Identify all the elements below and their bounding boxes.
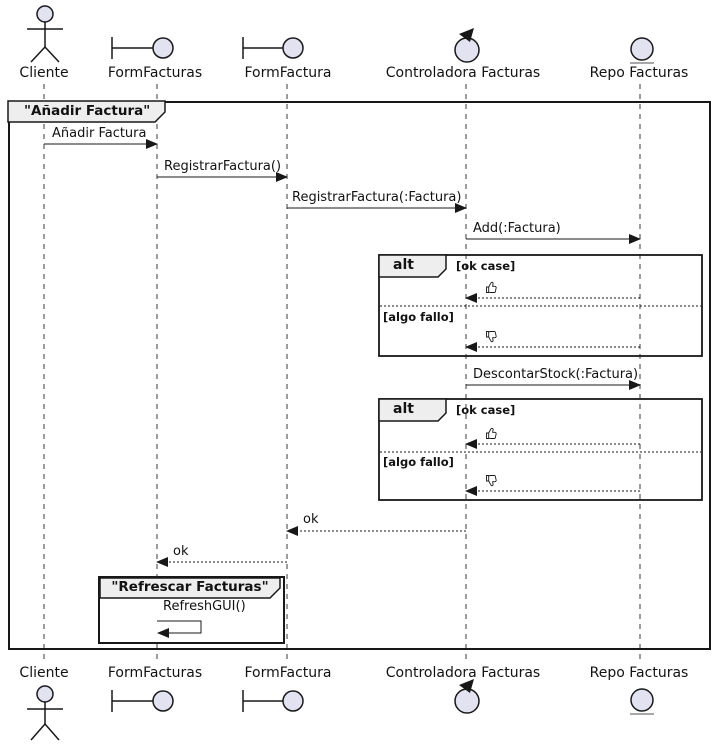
outer-frame-title: "Añadir Factura" [24, 103, 151, 119]
participant-label-top-cliente: Cliente [19, 65, 69, 81]
message-label-ok-2: ok [173, 544, 189, 559]
alt1-guard-fail: [algo fallo] [383, 310, 454, 324]
thumbs-down-icon [486, 331, 497, 343]
thumbs-down-icon [486, 475, 497, 487]
inner-frame-title: "Refrescar Facturas" [111, 579, 269, 595]
boundary-icon-bottom-formfactura [242, 690, 304, 712]
alt-fragment-2 [378, 398, 703, 501]
participant-label-bottom-formfacturas: FormFacturas [107, 665, 203, 681]
lifelines [43, 84, 641, 664]
message-arrows [44, 139, 641, 390]
alt1-operator-label: alt [393, 257, 414, 273]
inner-frame [98, 576, 285, 644]
message-label-anadir-factura: Añadir Factura [52, 126, 147, 141]
participant-label-top-formfactura: FormFactura [244, 65, 332, 81]
boundary-icon-top-formfactura [242, 37, 304, 59]
participant-label-top-controladora: Controladora Facturas [385, 65, 541, 81]
return-arrows [156, 293, 640, 567]
message-label-add-factura: Add(:Factura) [473, 221, 561, 236]
participant-label-bottom-repo: Repo Facturas [589, 665, 689, 681]
participant-label-bottom-formfactura: FormFactura [244, 665, 332, 681]
thumbs-up-icon [486, 427, 497, 439]
outer-frame-tab [7, 100, 166, 123]
boundary-icon-top-formfacturas [111, 37, 174, 59]
control-icon-top [454, 28, 480, 63]
control-icon-bottom [454, 679, 480, 714]
alt2-guard-fail: [algo fallo] [383, 455, 454, 469]
arrow-self-refreshgui [157, 620, 202, 638]
participant-label-top-repo: Repo Facturas [589, 65, 689, 81]
participant-label-bottom-cliente: Cliente [19, 665, 69, 681]
alt-fragment-1 [378, 254, 703, 357]
alt2-guard-ok: [ok case] [456, 403, 516, 417]
entity-icon-top [630, 37, 654, 64]
participant-label-bottom-controladora: Controladora Facturas [385, 665, 541, 681]
alt2-operator-label: alt [393, 401, 414, 417]
message-label-descontar-stock: DescontarStock(:Factura) [473, 367, 639, 382]
entity-icon-bottom [630, 688, 654, 715]
boundary-icon-bottom-formfacturas [111, 690, 174, 712]
actor-icon-top [27, 5, 63, 63]
alt1-guard-ok: [ok case] [456, 259, 516, 273]
actor-icon-bottom [27, 685, 63, 741]
outer-frame-border [8, 101, 711, 650]
message-label-registrar-factura-param: RegistrarFactura(:Factura) [292, 190, 462, 205]
thumbs-up-icon [486, 281, 497, 293]
message-label-ok-1: ok [303, 512, 319, 527]
message-label-registrar-factura: RegistrarFactura() [164, 159, 282, 174]
message-label-refreshgui: RefreshGUI() [163, 599, 246, 614]
participant-label-top-formfacturas: FormFacturas [107, 65, 203, 81]
